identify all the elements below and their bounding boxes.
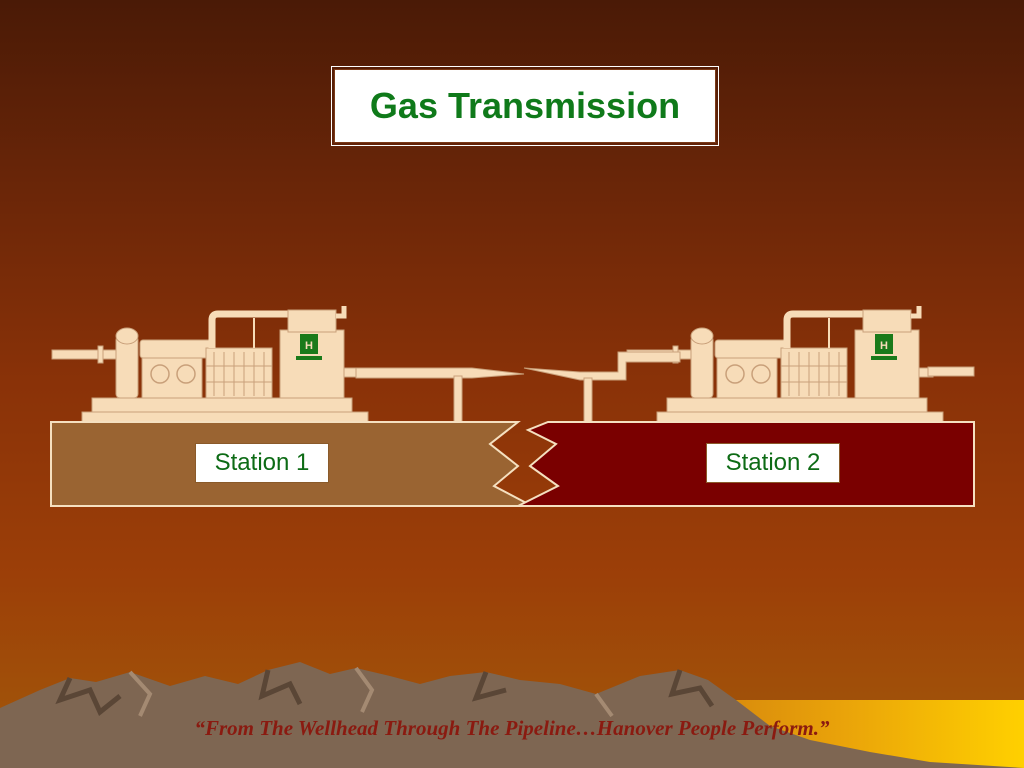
pipeline-icon [355, 351, 681, 423]
mountain-range-icon [0, 662, 1024, 768]
page-title: Gas Transmission [369, 85, 681, 126]
title-box: Gas Transmission [331, 66, 719, 146]
slogan: “From The Wellhead Through The Pipeline…… [194, 716, 830, 740]
station-2-label: Station 2 [706, 443, 840, 483]
station-1-label: Station 1 [195, 443, 329, 483]
compressor-unit-icon [52, 306, 368, 422]
compressor-unit-icon [627, 306, 943, 422]
pipeline-icon [927, 366, 975, 377]
